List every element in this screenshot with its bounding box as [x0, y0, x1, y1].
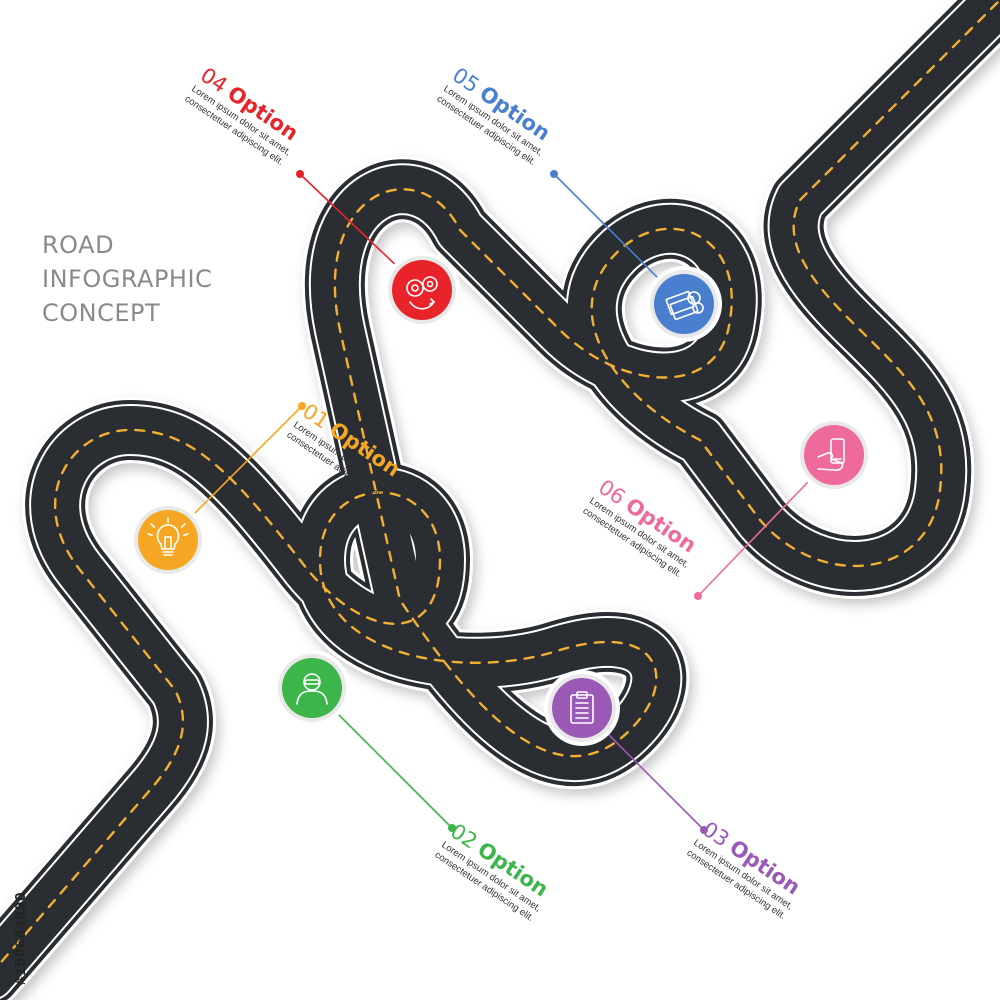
- gears-icon: [406, 276, 438, 310]
- title-line-2: INFOGRAPHIC: [42, 265, 213, 293]
- step-05-marker-fill: [654, 274, 714, 334]
- step-02-leader-dot: [448, 824, 456, 832]
- step-02-marker-fill: [282, 658, 342, 718]
- step-01-marker: [130, 502, 206, 578]
- road-lane-marking: [0, 0, 1000, 966]
- step-06-marker: [796, 417, 872, 493]
- step-04-leader-dot: [296, 170, 304, 178]
- step-05-leader-dot: [550, 170, 558, 178]
- step-06-leader-dot: [694, 592, 702, 600]
- title-line-1: ROAD: [42, 231, 115, 259]
- infographic-title: ROAD INFOGRAPHIC CONCEPT: [42, 228, 212, 330]
- step-02-marker: [274, 650, 350, 726]
- step-04-marker: [384, 252, 460, 328]
- step-markers: [130, 252, 872, 746]
- phone-hand-icon: [817, 438, 845, 471]
- title-line-3: CONCEPT: [42, 299, 161, 327]
- money-icon: [665, 290, 704, 321]
- step-03-marker: [544, 670, 620, 746]
- clipboard-icon: [570, 691, 594, 724]
- lightbulb-icon: [147, 517, 189, 556]
- stock-image-id: #150684990: [12, 891, 29, 985]
- person-icon: [296, 673, 328, 705]
- step-06-marker-fill: [804, 425, 864, 485]
- step-03-leader-dot: [700, 826, 708, 834]
- step-01-leader-dot: [298, 402, 306, 410]
- step-05-marker: [646, 266, 722, 342]
